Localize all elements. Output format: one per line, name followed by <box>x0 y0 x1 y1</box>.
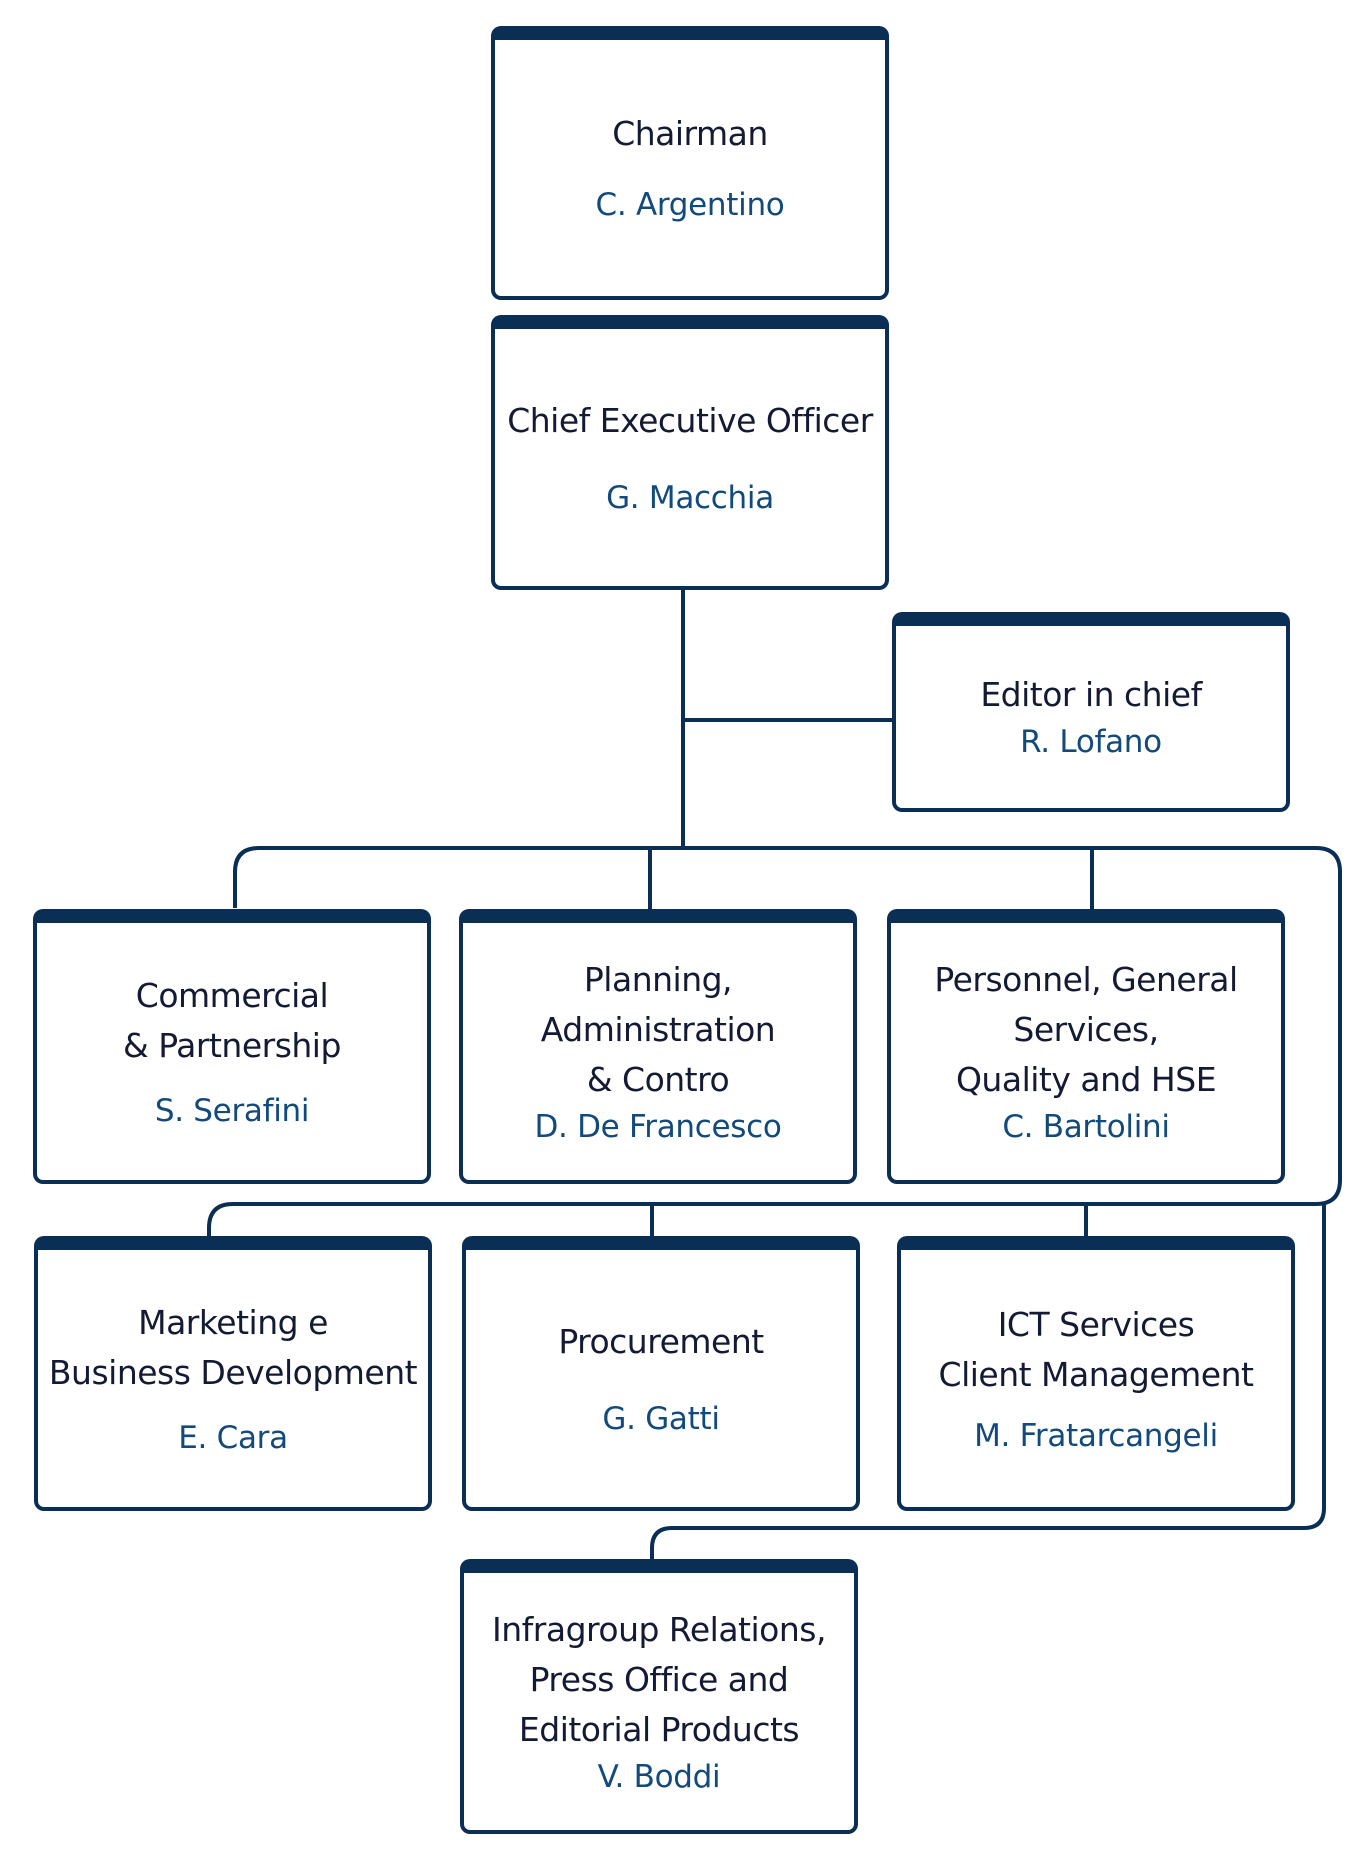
role-title: Infragroup Relations, Press Office and E… <box>492 1609 826 1749</box>
role-title: Personnel, General Services, Quality and… <box>934 959 1238 1099</box>
org-node-ceo: Chief Executive Officer G. Macchia <box>491 315 889 590</box>
person-name: M. Fratarcangeli <box>974 1417 1218 1454</box>
person-name: V. Boddi <box>597 1758 721 1795</box>
org-node-planning: Planning, Administration & Contro D. De … <box>459 909 857 1184</box>
person-name: G. Gatti <box>602 1400 720 1437</box>
role-title: Chief Executive Officer <box>507 400 873 440</box>
person-name: D. De Francesco <box>534 1108 782 1145</box>
org-node-commercial: Commercial & Partnership S. Serafini <box>33 909 431 1184</box>
person-name: C. Bartolini <box>1002 1108 1170 1145</box>
person-name: S. Serafini <box>154 1092 310 1129</box>
org-node-marketing: Marketing e Business Development E. Cara <box>34 1236 432 1511</box>
org-node-ict: ICT Services Client Management M. Fratar… <box>897 1236 1295 1511</box>
org-node-editor-in-chief: Editor in chief R. Lofano <box>892 612 1290 812</box>
role-title: Commercial & Partnership <box>123 975 341 1065</box>
org-node-procurement: Procurement G. Gatti <box>462 1236 860 1511</box>
role-title: Marketing e Business Development <box>48 1302 418 1392</box>
person-name: G. Macchia <box>606 479 774 516</box>
role-title: ICT Services Client Management <box>938 1304 1254 1394</box>
connector-row1-bus <box>207 846 1342 1238</box>
connector-row3-bus <box>650 1204 1326 1560</box>
role-title: Procurement <box>558 1321 764 1361</box>
role-title: Editor in chief <box>980 675 1202 714</box>
person-name: E. Cara <box>178 1419 288 1456</box>
role-title: Chairman <box>612 114 768 153</box>
org-node-personnel: Personnel, General Services, Quality and… <box>887 909 1285 1184</box>
person-name: C. Argentino <box>595 187 785 223</box>
role-title: Planning, Administration & Contro <box>540 959 776 1099</box>
person-name: R. Lofano <box>1020 724 1162 760</box>
org-node-chairman: Chairman C. Argentino <box>491 26 889 300</box>
org-node-infragroup: Infragroup Relations, Press Office and E… <box>460 1559 858 1834</box>
